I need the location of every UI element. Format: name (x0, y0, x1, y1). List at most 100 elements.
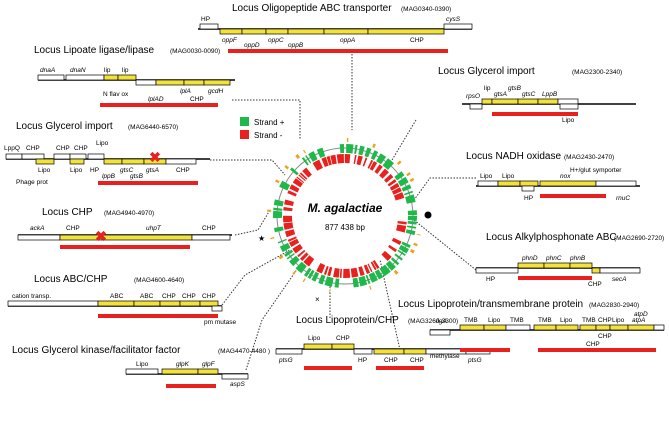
locus-lipoprotein-chp: Locus Lipoprotein/CHP (MAG3260-3300) Lip… (275, 315, 492, 370)
svg-text:Lipo: Lipo (70, 167, 83, 174)
gene-segment (267, 209, 272, 212)
gene-segment (368, 272, 378, 283)
svg-text:gcdH: gcdH (208, 88, 223, 95)
svg-text:gtsB: gtsB (130, 173, 144, 180)
gene-segment (391, 187, 402, 195)
gene-segment (307, 269, 315, 280)
gene-segment (376, 153, 387, 165)
gene-segment (333, 268, 340, 278)
gene-segment (385, 260, 396, 271)
svg-text:gtsB: gtsB (508, 85, 522, 92)
svg-text:lppB: lppB (102, 173, 116, 180)
gene-segment (374, 269, 384, 280)
svg-text:CHP: CHP (410, 37, 424, 44)
svg-text:cation transp.: cation transp. (12, 293, 51, 300)
gene-segment (278, 254, 284, 260)
gene-segment (311, 271, 320, 282)
gene-segment (389, 182, 400, 191)
locus-title: Locus Oligopeptide ABC transporter (232, 3, 392, 14)
gene-segment (330, 154, 337, 165)
svg-text:rnuC: rnuC (616, 195, 630, 202)
legend-plus-label: Strand + (254, 118, 285, 127)
svg-text:Locus ABC/CHP: Locus ABC/CHP (34, 274, 108, 285)
svg-text:Locus Alkylphosphonate ABC: Locus Alkylphosphonate ABC (486, 232, 617, 243)
gene-segment (369, 161, 378, 171)
svg-text:lip: lip (104, 67, 111, 74)
gene-segment (365, 274, 371, 285)
gene-segment (273, 210, 283, 219)
gene-segment (382, 158, 395, 170)
gene-segment (372, 143, 376, 149)
gene-segment (336, 154, 344, 164)
gene-segment (362, 157, 368, 167)
svg-text:lplAD: lplAD (148, 96, 164, 103)
svg-text:nox: nox (560, 173, 571, 180)
gene-segment (367, 159, 374, 169)
svg-text:oppF: oppF (222, 37, 238, 44)
svg-text:Phage prot: Phage prot (16, 179, 48, 186)
svg-text:CHP: CHP (202, 293, 216, 300)
gene-segment (394, 171, 405, 181)
svg-text:oppA: oppA (340, 37, 355, 44)
gene-segment (396, 224, 407, 233)
gene-segment (316, 262, 326, 274)
svg-text:Lipo: Lipo (488, 317, 501, 324)
svg-text:HP: HP (201, 16, 210, 23)
svg-text:CHP: CHP (176, 167, 190, 174)
svg-text:atpD: atpD (634, 311, 648, 318)
gene-segment (308, 151, 318, 162)
gene-segment (327, 266, 333, 277)
gene-segment (381, 250, 392, 261)
gene-segment (274, 226, 284, 233)
svg-text:aspS: aspS (230, 381, 245, 388)
gene-segment (390, 257, 400, 266)
gene-segment (363, 264, 371, 274)
gene-segment (290, 167, 299, 176)
svg-text:oppC: oppC (268, 37, 284, 44)
gene-segment (302, 278, 306, 283)
gene-segment (354, 144, 358, 154)
gene-segment (416, 233, 421, 236)
svg-text:Lipo: Lipo (480, 173, 493, 180)
gene-segment (406, 172, 411, 177)
star-marker: ★ (258, 234, 265, 243)
svg-text:lip: lip (484, 85, 491, 92)
gene-segment (303, 267, 312, 277)
gene-segment (350, 267, 359, 278)
gene-segment (286, 252, 295, 260)
outer-orange-ticks (267, 138, 421, 293)
svg-text:CHP: CHP (336, 335, 350, 342)
svg-text:Locus Lipoprotein/transmembran: Locus Lipoprotein/transmembrane protein (398, 299, 583, 310)
connector-lines (210, 54, 477, 371)
svg-text:Lipo: Lipo (96, 140, 109, 147)
svg-text:Lipo: Lipo (136, 361, 149, 368)
gene-segment (316, 147, 326, 159)
gene-segment (393, 192, 405, 201)
svg-text:(MAG2430-2470): (MAG2430-2470) (564, 154, 614, 161)
gene-segment (299, 172, 308, 180)
svg-text:CHP: CHP (26, 145, 40, 152)
gene-segment (283, 215, 293, 223)
svg-text:(MAG2300-2340): (MAG2300-2340) (572, 69, 622, 76)
gene-segment (279, 180, 291, 191)
svg-text:LppB: LppB (542, 91, 558, 98)
svg-text:dnaN: dnaN (70, 67, 86, 74)
svg-text:phnD: phnD (521, 255, 538, 262)
svg-text:CHP: CHP (598, 333, 612, 340)
svg-text:HP: HP (486, 276, 495, 283)
gene-segment (289, 184, 300, 193)
svg-text:secA: secA (612, 276, 626, 283)
gene-segment (358, 145, 365, 156)
svg-text:ligA: ligA (436, 318, 447, 325)
gene-segment (305, 155, 312, 164)
svg-text:HP: HP (90, 167, 99, 174)
svg-text:HP: HP (358, 357, 367, 364)
svg-text:CHP: CHP (202, 225, 216, 232)
gene-segment (405, 194, 416, 204)
svg-text:CHP: CHP (598, 317, 612, 324)
svg-text:CHP: CHP (66, 225, 80, 232)
svg-text:Lipo: Lipo (562, 117, 575, 124)
gene-segment (391, 237, 402, 245)
svg-text:ptsG: ptsG (467, 357, 482, 364)
gene-segment (358, 275, 368, 287)
